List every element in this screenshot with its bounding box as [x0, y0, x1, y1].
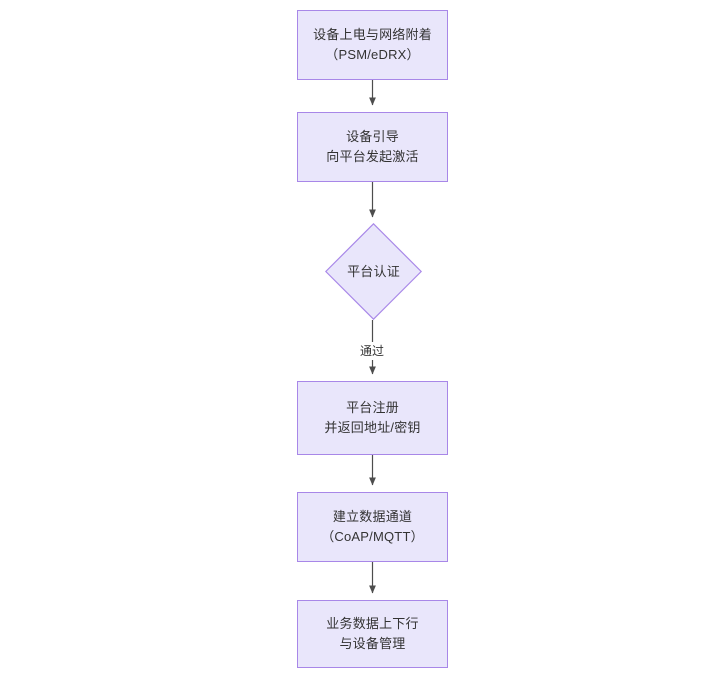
node-establish-data-channel[interactable]: 建立数据通道 （CoAP/MQTT）	[297, 492, 448, 562]
node-label: 设备上电与网络附着 （PSM/eDRX）	[313, 27, 432, 62]
node-business-data-and-device-management[interactable]: 业务数据上下行 与设备管理	[297, 600, 448, 668]
node-label: 平台注册 并返回地址/密钥	[324, 400, 421, 435]
node-label: 业务数据上下行 与设备管理	[326, 616, 419, 651]
node-platform-register[interactable]: 平台注册 并返回地址/密钥	[297, 381, 448, 455]
edge-label-pass: 通过	[357, 342, 388, 360]
node-label: 设备引导 向平台发起激活	[326, 129, 419, 164]
node-device-power-on[interactable]: 设备上电与网络附着 （PSM/eDRX）	[297, 10, 448, 80]
node-device-bootstrap[interactable]: 设备引导 向平台发起激活	[297, 112, 448, 182]
diamond-shape	[325, 223, 422, 320]
node-label: 平台认证	[347, 263, 400, 279]
node-label: 建立数据通道 （CoAP/MQTT）	[321, 509, 424, 544]
node-platform-auth-decision[interactable]: 平台认证	[325, 223, 422, 320]
